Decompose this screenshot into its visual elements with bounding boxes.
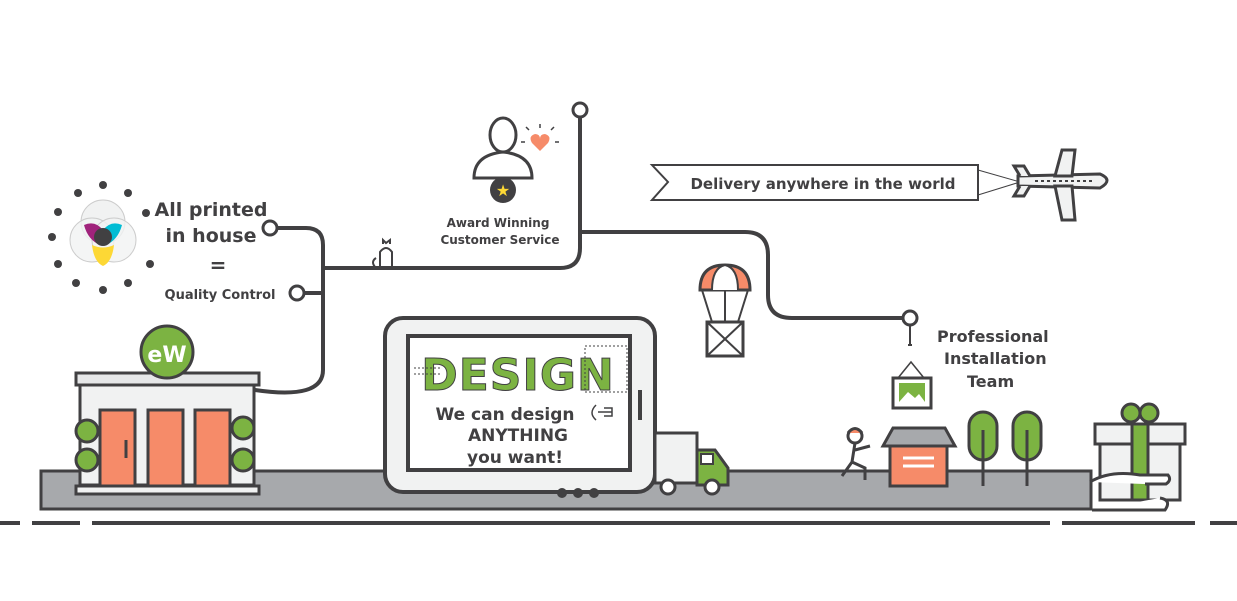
cmyk-print-icon [48, 181, 154, 294]
store-logo: eW [139, 324, 195, 380]
equals-sign: = [210, 253, 227, 277]
print-line1: All printed [155, 199, 268, 221]
connector-path [253, 101, 919, 395]
parachute-crate-icon [698, 263, 752, 358]
tablet [383, 316, 657, 498]
store-building [74, 371, 261, 496]
installation-line1: Professional [937, 327, 1049, 346]
quality-control-label: Quality Control [165, 288, 276, 303]
award-line1: Award Winning [447, 216, 550, 230]
installation-line3: Team [967, 372, 1014, 391]
svg-text:eW: eW [147, 343, 186, 368]
svg-text:★: ★ [496, 181, 510, 200]
design-guides [414, 345, 628, 393]
tablet-line2: ANYTHING [468, 426, 568, 446]
airplane-icon [1011, 148, 1109, 222]
tablet-line3: you want! [467, 448, 563, 468]
delivery-banner: Delivery anywhere in the world [649, 164, 1022, 201]
award-customer-service-icon: ★ [472, 116, 559, 203]
delivery-truck-icon [653, 431, 730, 496]
cat-icon [372, 237, 393, 269]
hanging-picture-icon [891, 326, 933, 410]
design-headline: DESIGN [421, 350, 615, 401]
gift-in-hand-icon [1089, 402, 1187, 512]
pen-tool-icon [591, 404, 613, 421]
installation-line2: Installation [944, 349, 1047, 368]
award-line2: Customer Service [440, 233, 559, 247]
tablet-line1: We can design [435, 405, 574, 425]
house-icon [880, 426, 958, 488]
trees-icon [967, 410, 1043, 486]
worker-icon [840, 427, 871, 480]
print-line2: in house [166, 225, 257, 247]
svg-text:Delivery anywhere in the world: Delivery anywhere in the world [690, 175, 955, 193]
